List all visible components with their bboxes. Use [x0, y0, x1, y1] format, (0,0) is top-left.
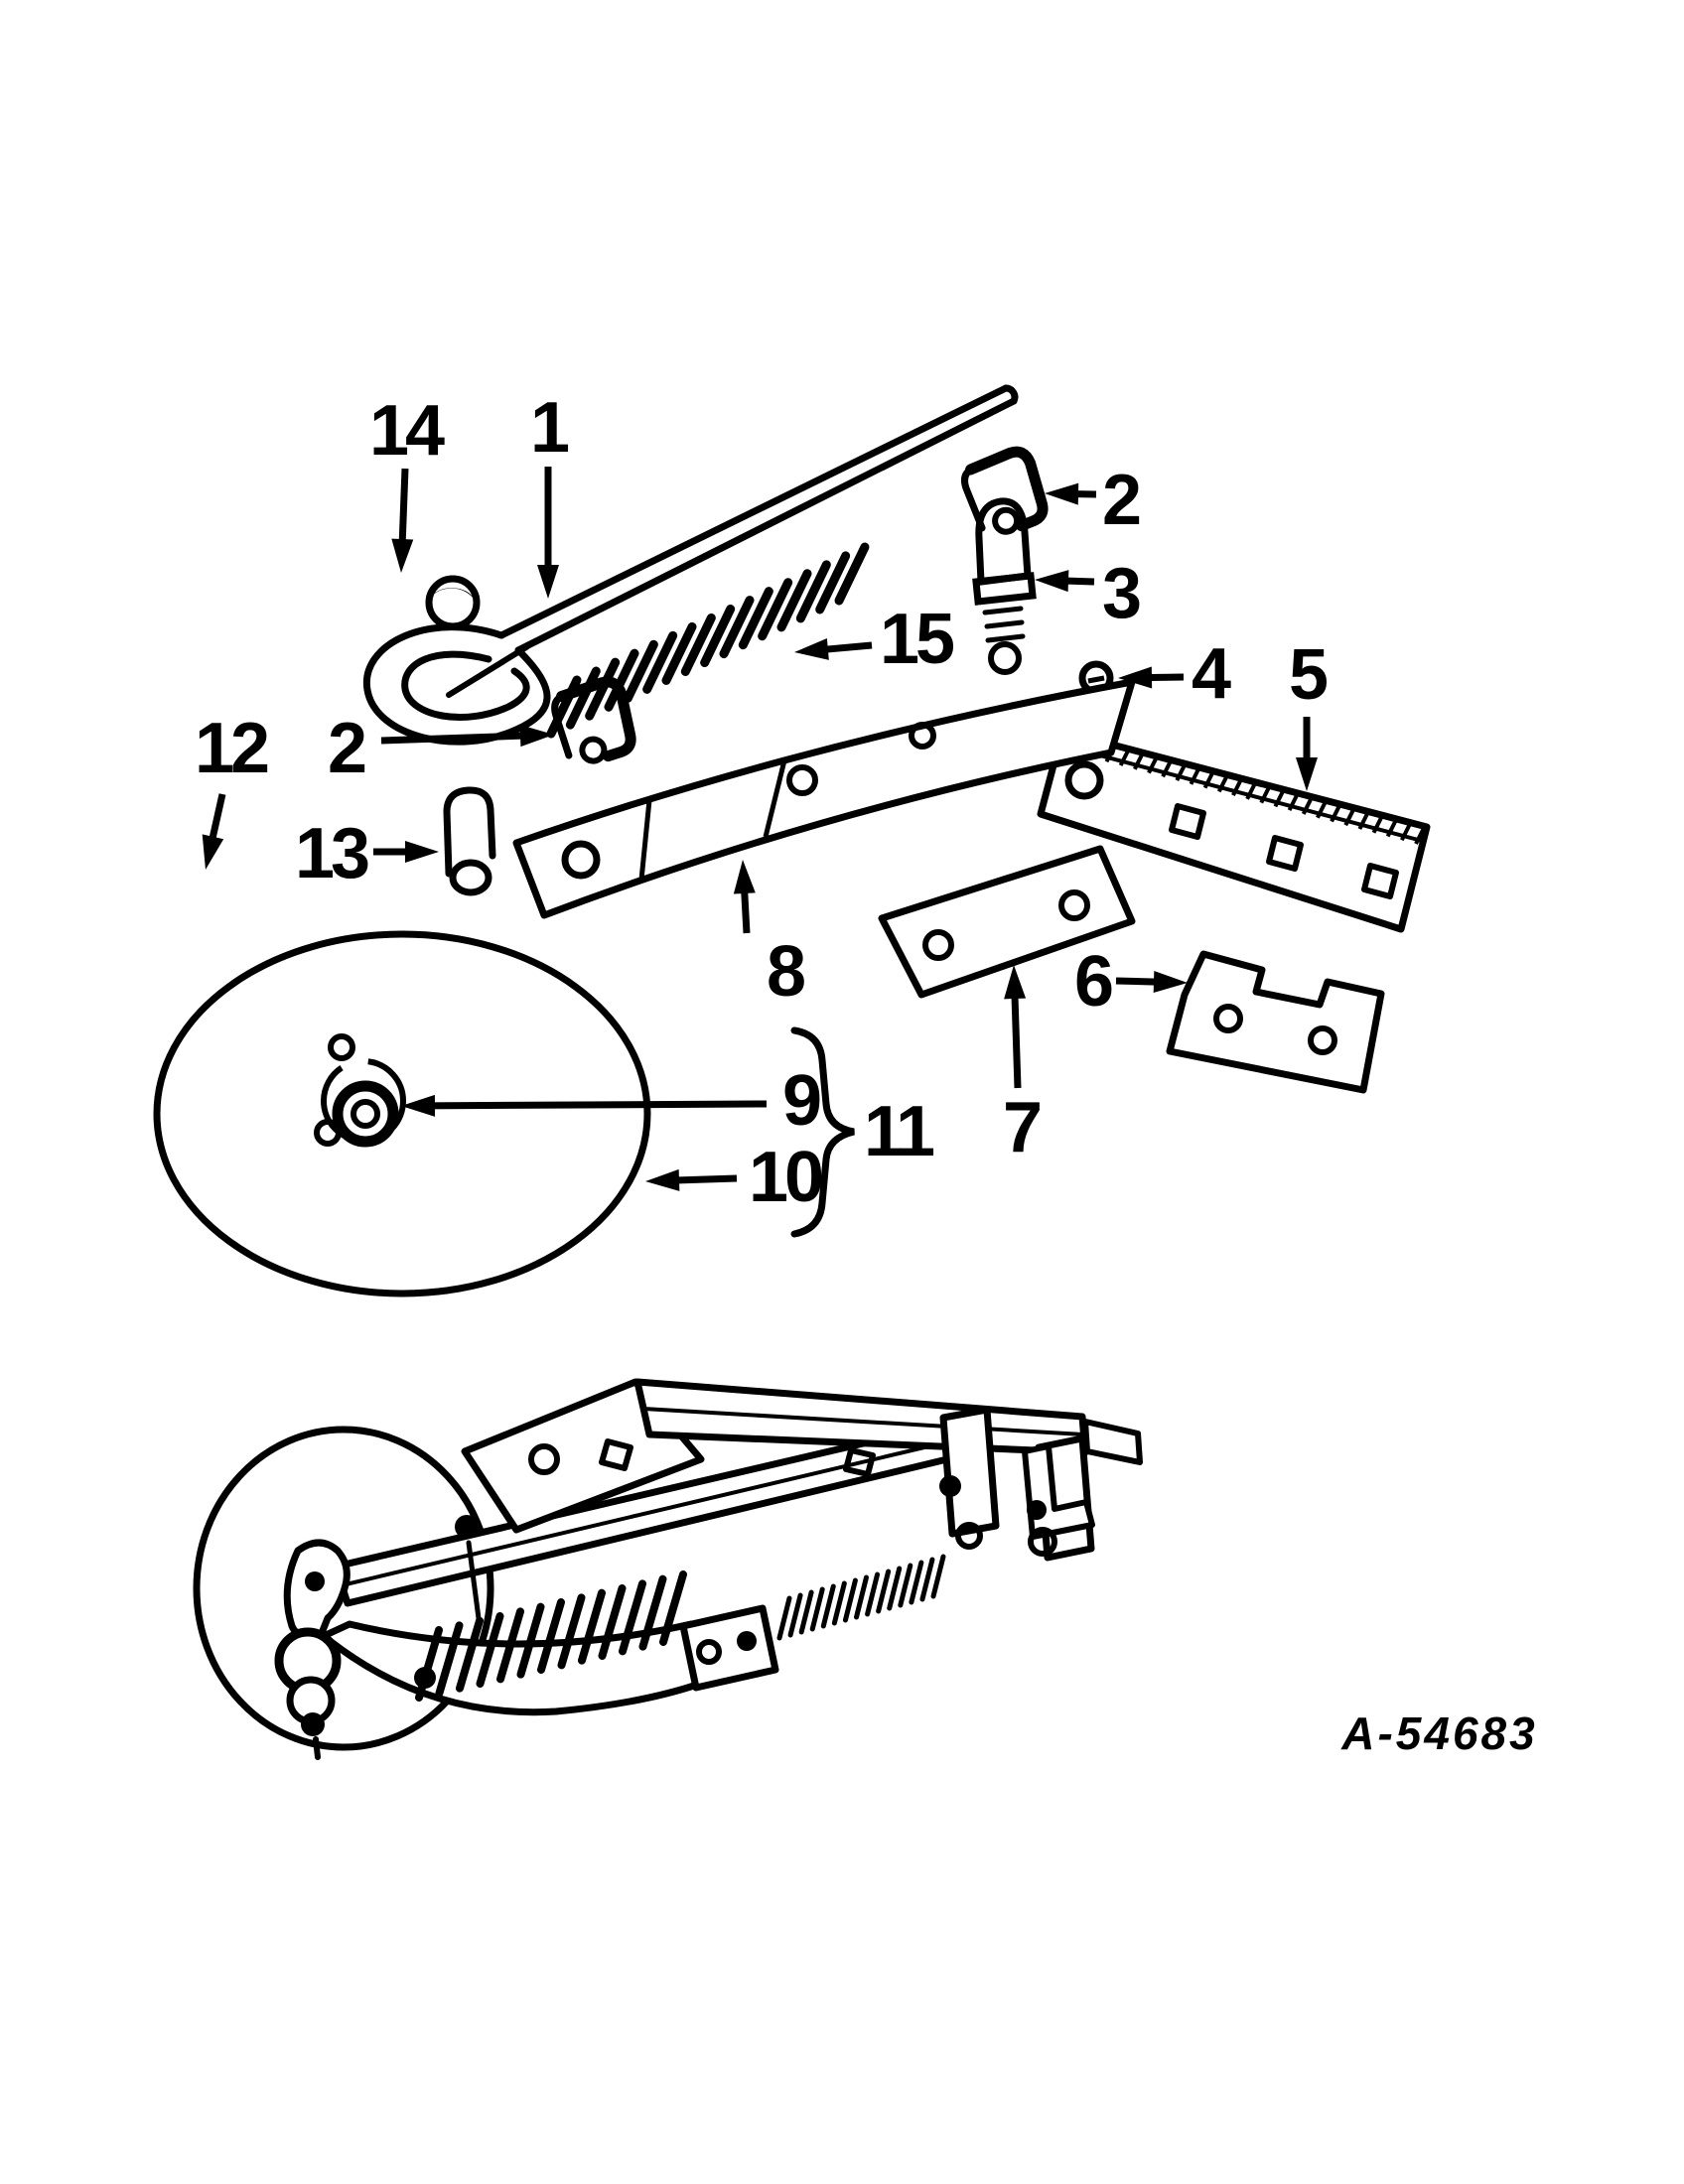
callout-1: 1	[530, 388, 573, 599]
callout-8-leader	[740, 885, 751, 934]
assembled-view	[193, 1378, 1143, 1760]
bushing-part13	[443, 786, 496, 896]
callout-3-arrowhead	[1035, 570, 1069, 593]
callout-2b-leader	[380, 732, 529, 745]
callout-9-leader	[426, 1100, 768, 1110]
assembled-threaded-rod	[776, 1554, 946, 1641]
callout-6-arrowhead	[1153, 971, 1188, 994]
drawing-number: A-54683	[1340, 1707, 1537, 1759]
callout-10: 10	[645, 1138, 826, 1217]
callout-4-arrowhead	[1118, 666, 1153, 689]
clip-part2-lower	[552, 680, 633, 765]
callout-15-arrowhead	[794, 638, 829, 660]
callout-14-arrowhead	[391, 538, 414, 573]
callout-14-label: 14	[369, 391, 445, 471]
callout-7-arrowhead	[1004, 965, 1027, 1000]
callout-12-label: 12	[195, 709, 268, 788]
bar-part5	[1037, 728, 1431, 933]
callout-8-arrowhead	[733, 860, 756, 894]
callout-15: 15	[794, 600, 958, 679]
plate-part8	[512, 678, 1136, 919]
callout-10-label: 10	[749, 1138, 822, 1217]
spring-part15	[546, 542, 870, 739]
callout-13-arrowhead	[405, 841, 439, 863]
callout-11: 11	[864, 1092, 938, 1171]
callout-8-label: 8	[767, 932, 804, 1012]
callout-3: 3	[1035, 554, 1144, 633]
assembled-gusset	[461, 1378, 705, 1534]
callout-5-label: 5	[1289, 635, 1328, 715]
callout-8: 8	[733, 860, 808, 1012]
clip-part2-upper	[960, 449, 1046, 538]
callout-1-arrowhead	[537, 565, 559, 599]
rod-with-eye-part1	[362, 384, 1019, 746]
callout-11-label: 11	[864, 1092, 934, 1171]
callout-2b: 2	[328, 709, 554, 788]
callout-6: 6	[1074, 942, 1188, 1022]
callout-10-arrowhead	[645, 1168, 680, 1191]
brace-part11	[790, 1026, 855, 1238]
assembled-spring	[415, 1570, 687, 1702]
callout-14-leader	[398, 468, 409, 548]
assembled-clevis	[679, 1604, 779, 1692]
pin-part3	[972, 497, 1037, 675]
bracket-part6	[1166, 950, 1385, 1094]
callout-2a: 2	[1045, 461, 1144, 540]
assembled-clamp-strap	[939, 1406, 1000, 1538]
callout-6-label: 6	[1074, 942, 1112, 1022]
callout-2a-label: 2	[1102, 461, 1140, 540]
plate-part7	[878, 845, 1136, 999]
callout-2b-label: 2	[328, 709, 365, 788]
callout-7-label: 7	[1003, 1088, 1040, 1167]
callout-15-label: 15	[880, 600, 954, 679]
callout-2a-arrowhead	[1045, 482, 1079, 505]
callout-9: 9	[401, 1061, 824, 1141]
ring-part14	[425, 575, 481, 630]
callout-7-leader	[1011, 990, 1022, 1089]
callout-12-arrowhead	[202, 834, 224, 870]
callout-4-label: 4	[1192, 634, 1231, 714]
callout-13: 13	[295, 814, 439, 893]
callout-12-leader	[208, 793, 226, 846]
callout-15-leader	[819, 641, 873, 654]
callout-2b-arrowhead	[519, 725, 554, 748]
callout-1-label: 1	[530, 388, 569, 468]
assembled-channel	[633, 1378, 1089, 1456]
callout-3-label: 3	[1102, 554, 1140, 633]
disc-part10-with-bearing-part9	[153, 930, 651, 1297]
callout-4: 4	[1118, 634, 1235, 714]
callout-14: 14	[369, 391, 449, 573]
callout-5-arrowhead	[1296, 757, 1318, 791]
callout-10-leader	[670, 1174, 738, 1184]
callout-12: 12	[195, 709, 272, 870]
callout-5: 5	[1289, 635, 1332, 791]
callout-9-arrowhead	[401, 1094, 436, 1117]
callout-13-label: 13	[295, 814, 368, 893]
callout-9-label: 9	[782, 1061, 820, 1141]
callout-7: 7	[1003, 965, 1044, 1167]
